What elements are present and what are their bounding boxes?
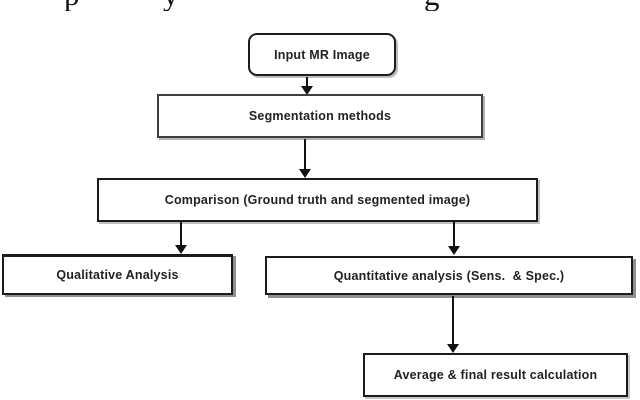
cropped-text-line: p y g [0, 0, 640, 11]
node-average-final-result: Average & final result calculation [363, 353, 628, 397]
node-label: Qualitative Analysis [56, 268, 179, 282]
connector-comparison-to-qualitative [175, 222, 187, 254]
arrow-down-icon [299, 169, 311, 178]
node-label: Quantitative analysis (Sens. & Spec.) [333, 268, 565, 283]
connector-segmentation-to-comparison [299, 139, 311, 178]
node-qualitative-analysis: Qualitative Analysis [2, 254, 233, 295]
cropped-letter-descender: g [424, 0, 440, 11]
arrow-line [453, 222, 455, 246]
arrow-line [180, 222, 182, 245]
node-label: Segmentation methods [248, 109, 392, 123]
connector-quantitative-to-average [447, 296, 459, 353]
node-input-mr-image: Input MR Image [248, 33, 396, 76]
cropped-letter-descender: p [64, 0, 80, 11]
connector-input-to-segmentation [301, 77, 313, 95]
arrow-down-icon [175, 245, 187, 254]
node-label: Input MR Image [274, 47, 370, 62]
node-segmentation-methods: Segmentation methods [157, 94, 483, 138]
node-comparison: Comparison (Ground truth and segmented i… [97, 178, 538, 222]
cropped-letter-descender: y [163, 0, 179, 11]
node-quantitative-analysis: Quantitative analysis (Sens. & Spec.) [265, 256, 633, 295]
arrow-down-icon [448, 246, 460, 255]
arrow-down-icon [301, 86, 313, 95]
arrow-line [304, 139, 306, 169]
node-label: Comparison (Ground truth and segmented i… [164, 193, 471, 207]
arrow-line [306, 77, 308, 86]
node-label: Average & final result calculation [393, 368, 598, 382]
connector-comparison-to-quantitative [448, 222, 460, 255]
arrow-line [452, 296, 454, 344]
arrow-down-icon [447, 344, 459, 353]
